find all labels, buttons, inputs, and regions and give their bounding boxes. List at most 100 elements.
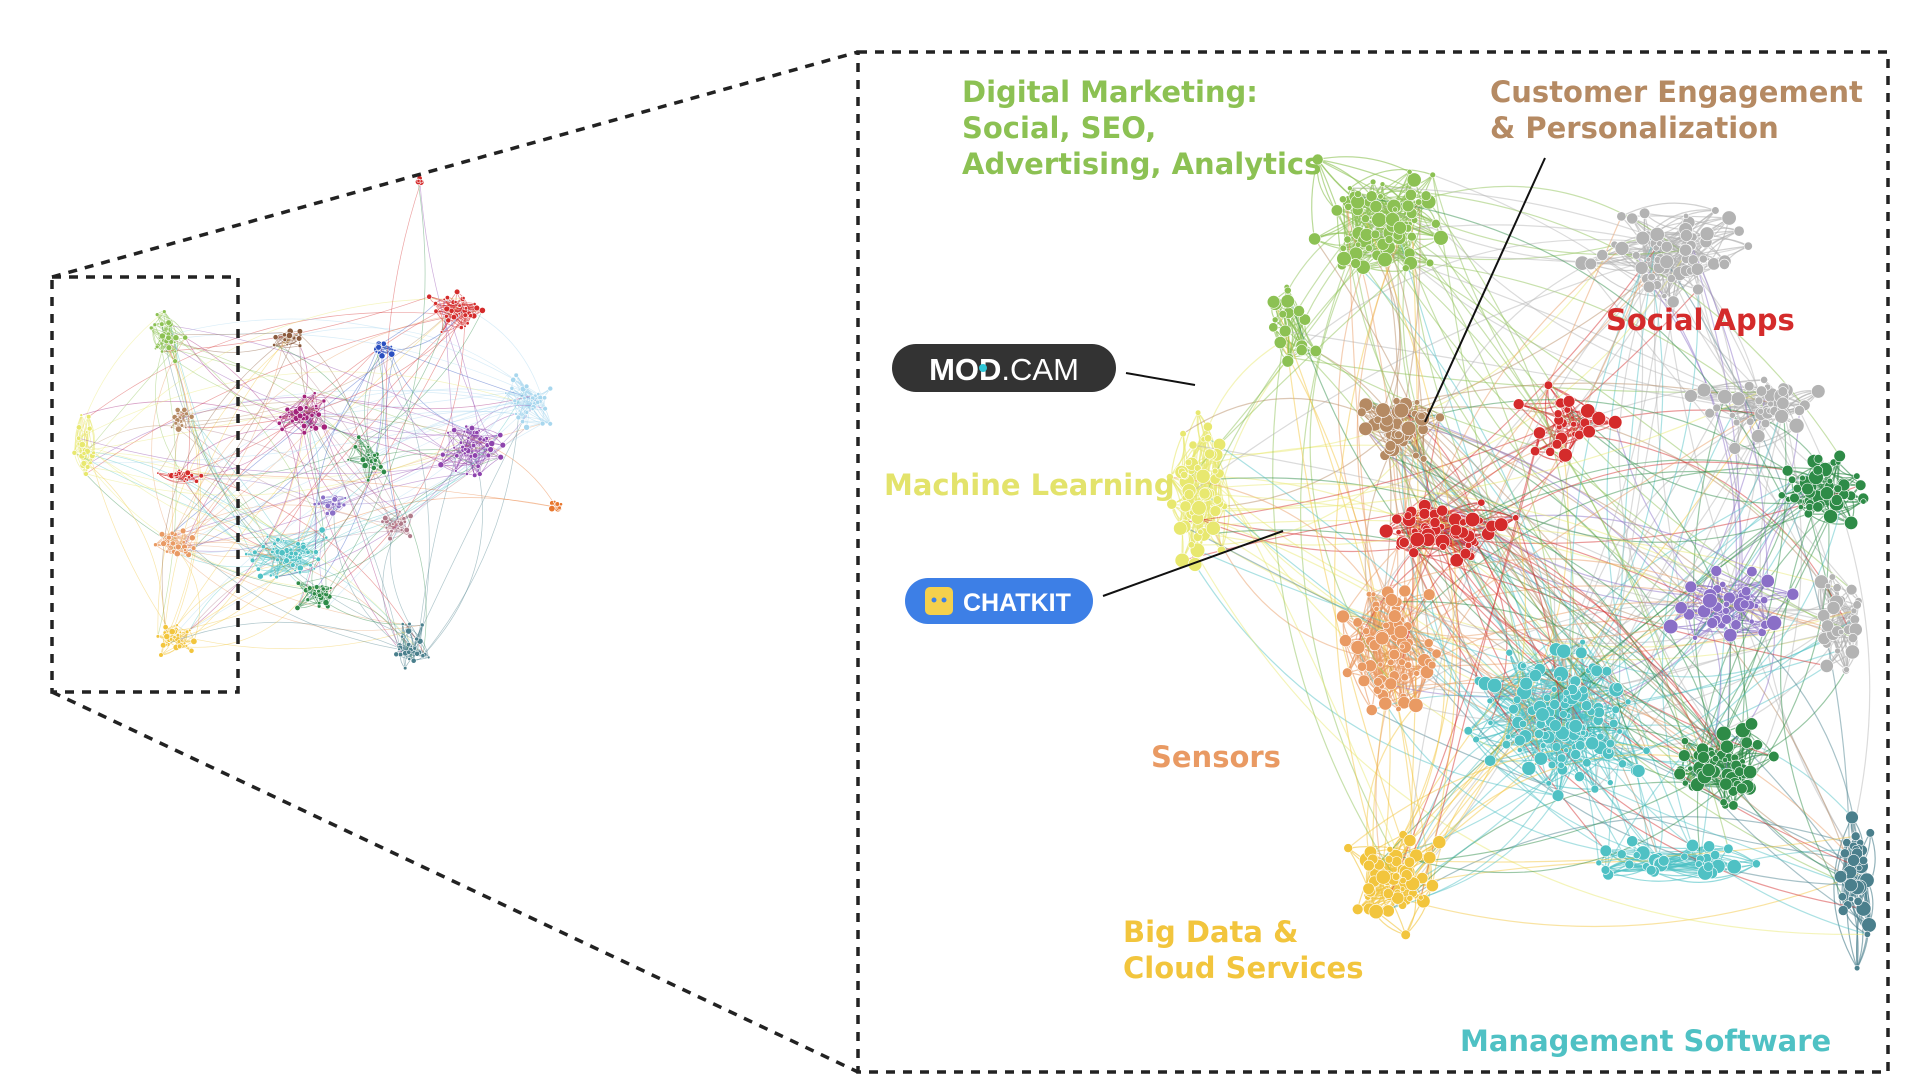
- network-edge: [320, 307, 466, 598]
- network-edge: [416, 421, 523, 640]
- network-edge: [1194, 564, 1559, 797]
- network-edge: [1384, 259, 1768, 411]
- network-node: [176, 639, 182, 644]
- network-edge: [1581, 633, 1834, 678]
- network-node: [398, 510, 402, 514]
- network-node: [366, 452, 371, 457]
- network-node: [462, 429, 466, 434]
- network-edge: [1591, 629, 1849, 713]
- network-edge: [391, 353, 477, 433]
- network-node: [275, 537, 281, 543]
- network-edge: [422, 455, 483, 656]
- network-edge: [163, 339, 190, 480]
- network-edge: [258, 539, 279, 570]
- network-edge: [184, 407, 307, 644]
- network-edge: [171, 562, 294, 632]
- network-node: [313, 595, 318, 599]
- network-edge: [159, 337, 501, 437]
- network-node: [163, 633, 171, 640]
- network-node: [173, 421, 179, 426]
- network-edge: [184, 337, 304, 417]
- network-node: [158, 531, 166, 538]
- network-node: [468, 313, 474, 319]
- network-node: [474, 430, 480, 436]
- network-node: [466, 435, 471, 440]
- network-edge: [1647, 235, 1850, 879]
- network-edge: [185, 345, 380, 553]
- network-edge: [1367, 400, 1729, 775]
- network-node: [416, 178, 421, 183]
- network-edge: [364, 352, 380, 460]
- network-node: [488, 440, 496, 447]
- network-edge: [402, 623, 429, 658]
- network-node: [378, 464, 384, 470]
- network-node: [458, 440, 464, 445]
- network-node: [317, 592, 323, 599]
- network-node: [414, 636, 420, 642]
- network-node: [173, 349, 178, 354]
- network-edge: [186, 389, 516, 415]
- network-edge: [1215, 245, 1692, 512]
- network-edge: [315, 460, 376, 554]
- network-edge: [86, 466, 424, 656]
- network-edge: [378, 303, 436, 346]
- network-edge: [1737, 604, 1746, 768]
- network-edge: [378, 343, 541, 402]
- network-edge: [397, 427, 527, 523]
- network-node: [509, 385, 515, 391]
- connector-top: [51, 50, 859, 279]
- network-edge: [1381, 665, 1524, 872]
- network-node: [175, 543, 182, 551]
- network-node: [366, 444, 371, 449]
- network-edge: [374, 351, 385, 460]
- network-node: [249, 557, 256, 564]
- network-node: [407, 533, 413, 539]
- network-node: [198, 473, 204, 479]
- network-edge: [168, 455, 489, 538]
- network-node: [181, 540, 186, 545]
- network-edge: [1696, 503, 1838, 859]
- network-edge: [1279, 342, 1391, 872]
- network-edge: [168, 504, 316, 641]
- network-node: [160, 349, 165, 354]
- network-node: [282, 337, 287, 342]
- network-edge: [93, 452, 284, 542]
- network-edge: [1401, 406, 1837, 603]
- network-node: [462, 451, 467, 456]
- network-edge: [185, 337, 283, 430]
- network-node: [559, 502, 563, 507]
- network-node: [287, 410, 291, 415]
- network-edge: [162, 335, 290, 646]
- network-node: [188, 413, 195, 420]
- network-node: [520, 419, 526, 425]
- network-node: [400, 634, 405, 639]
- network-node: [320, 586, 326, 592]
- network-node: [324, 502, 331, 509]
- network-node: [293, 568, 297, 573]
- network-edge: [74, 452, 299, 545]
- network-edge: [1211, 244, 1615, 456]
- network-edge: [1725, 635, 1731, 785]
- network-edge: [305, 407, 394, 525]
- network-node: [462, 312, 468, 318]
- network-node: [314, 584, 320, 590]
- network-edge: [339, 404, 535, 505]
- network-edge: [1653, 863, 1757, 883]
- network-node: [84, 464, 91, 470]
- overview-selection-box: [50, 275, 240, 694]
- network-edge: [448, 432, 489, 456]
- network-edge: [1808, 500, 1864, 515]
- network-edge: [189, 414, 305, 478]
- network-node: [149, 325, 154, 331]
- network-edge: [174, 348, 377, 477]
- network-edge: [1216, 454, 1230, 551]
- network-node: [289, 418, 295, 424]
- network-edge: [1740, 669, 1847, 766]
- network-node: [380, 468, 387, 475]
- network-edge: [1190, 544, 1868, 935]
- network-edge: [300, 334, 362, 459]
- network-edge: [446, 308, 480, 431]
- network-node: [81, 451, 87, 456]
- network-node: [78, 441, 86, 449]
- network-edge: [1357, 622, 1428, 673]
